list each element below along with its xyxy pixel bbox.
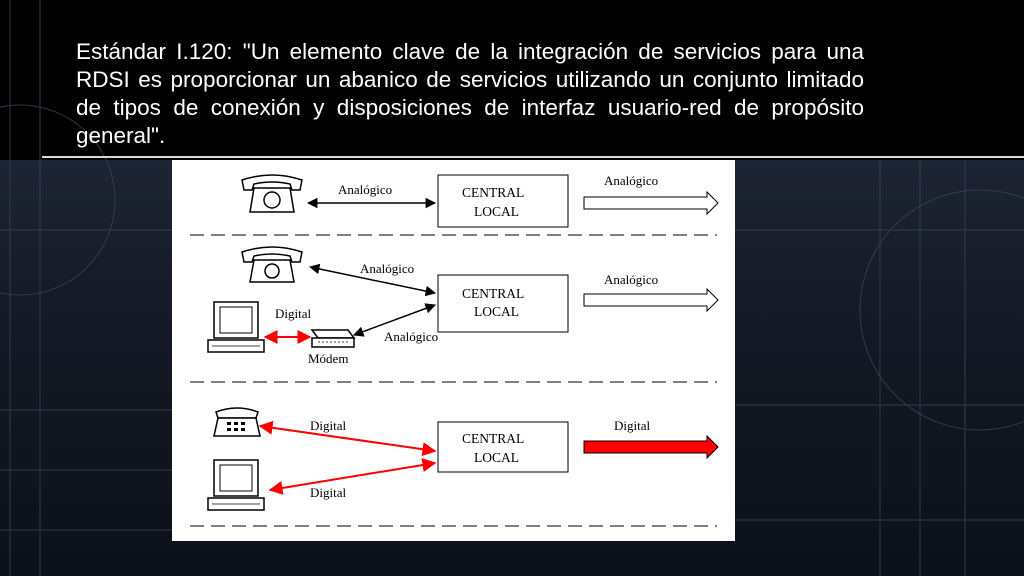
central-local-box: CENTRAL LOCAL [437, 274, 569, 333]
analog-link-label: Analógico [338, 182, 392, 197]
analog-output-label: Analógico [604, 272, 658, 287]
svg-text:LOCAL: LOCAL [474, 304, 519, 319]
central-local-box: CENTRAL LOCAL [437, 174, 569, 228]
modem-label: Módem [308, 351, 348, 366]
svg-text:LOCAL: LOCAL [474, 450, 519, 465]
digital-link-line [258, 420, 437, 457]
digital-link-label: Digital [275, 306, 311, 321]
title-divider [42, 156, 1024, 158]
digital-output-arrow [583, 434, 719, 460]
analog-output-arrow [583, 190, 719, 216]
telephone-icon [241, 174, 303, 213]
digital-telephone-icon [213, 407, 261, 437]
analog-link-line [353, 303, 436, 337]
slide-title: Estándar I.120: "Un elemento clave de la… [76, 39, 864, 148]
modem-icon [310, 329, 356, 348]
central-local-box: CENTRAL LOCAL [437, 421, 569, 473]
digital-link-label: Digital [310, 485, 346, 500]
analog-link-line [308, 263, 437, 297]
svg-text:CENTRAL: CENTRAL [462, 185, 524, 200]
analog-output-label: Analógico [604, 173, 658, 188]
svg-text:LOCAL: LOCAL [474, 204, 519, 219]
telephone-icon [241, 246, 303, 283]
computer-icon [207, 301, 265, 353]
digital-link-label: Digital [310, 418, 346, 433]
header-background [0, 0, 1024, 160]
svg-text:CENTRAL: CENTRAL [462, 431, 524, 446]
analog-link-label: Analógico [360, 261, 414, 276]
analog-output-arrow [583, 287, 719, 313]
computer-icon [207, 459, 265, 511]
svg-text:CENTRAL: CENTRAL [462, 286, 524, 301]
analog-link-label: Analógico [384, 329, 438, 344]
digital-output-label: Digital [614, 418, 650, 433]
digital-link-line [268, 458, 437, 495]
integration-diagram: Analógico CENTRAL LOCAL Analógico Analóg… [172, 160, 735, 541]
